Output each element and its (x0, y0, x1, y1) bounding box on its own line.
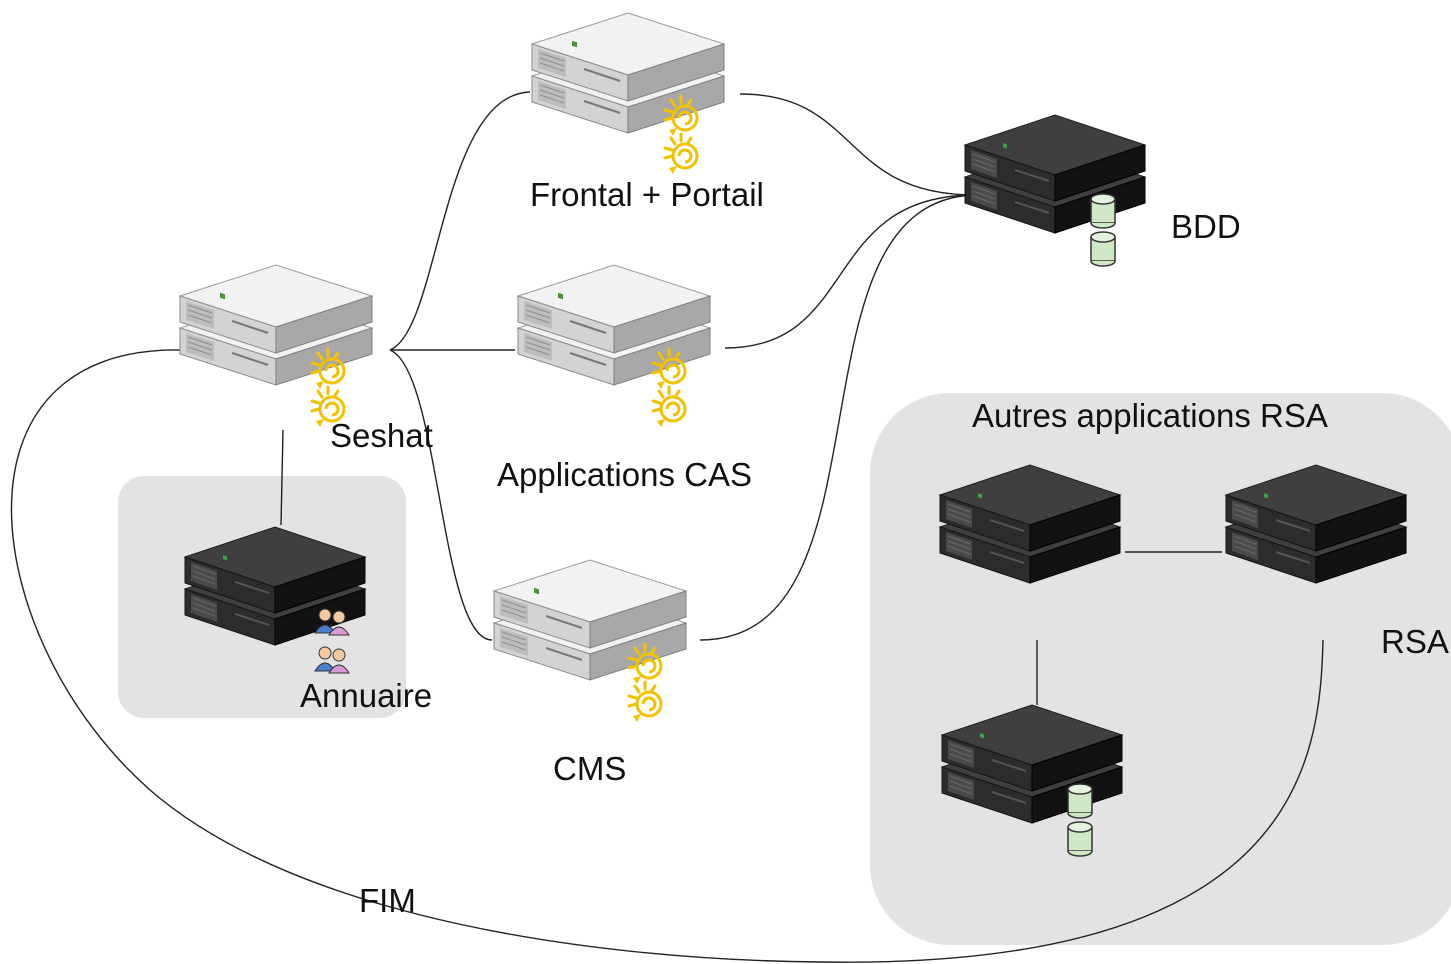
server-frontal-portail (532, 13, 724, 176)
label-cms: CMS (553, 750, 627, 787)
gear-icon (663, 132, 699, 176)
label-autres-applications-rsa: Autres applications RSA (972, 397, 1328, 434)
database-icon (1090, 231, 1116, 267)
gear-icon (651, 385, 687, 429)
server-applications-cas (518, 265, 710, 429)
label-applications-cas: Applications CAS (497, 456, 752, 493)
connector-seshat-cms (389, 349, 493, 641)
server-bdd (965, 115, 1145, 267)
label-bdd: BDD (1171, 208, 1241, 245)
server-cms (494, 560, 686, 724)
label-annuaire: Annuaire (300, 677, 433, 714)
connector-seshat-annuaire (280, 429, 284, 526)
connector-fim (10, 349, 1324, 963)
rsa-group (870, 393, 1451, 945)
database-icon (1067, 821, 1093, 857)
database-icon (1090, 193, 1116, 229)
label-frontal-portail: Frontal + Portail (530, 176, 764, 213)
connector-frontal-bdd (739, 93, 976, 196)
connector-cms-bdd (699, 194, 976, 641)
label-rsa: RSA (1381, 623, 1449, 660)
connector-seshat-frontal (389, 91, 531, 351)
gear-icon (627, 680, 663, 724)
database-icon (1067, 783, 1093, 819)
label-fim: FIM (359, 882, 416, 919)
server-seshat (180, 265, 372, 429)
label-seshat: Seshat (330, 417, 433, 454)
connector-applications-bdd (724, 194, 976, 349)
